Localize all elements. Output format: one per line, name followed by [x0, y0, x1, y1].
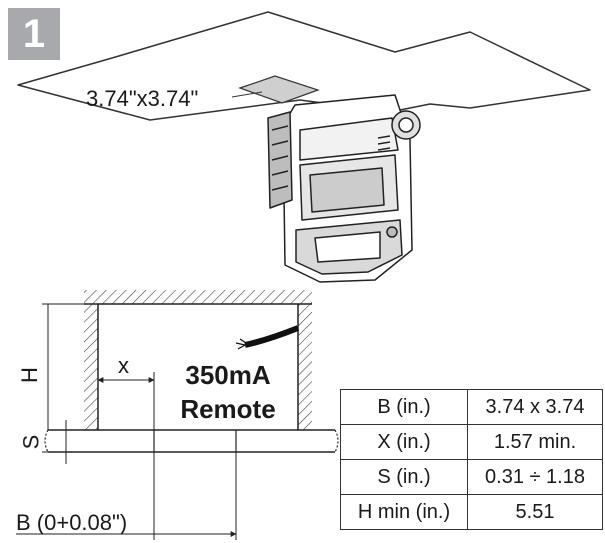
- b-dimension-label: B (0+0.08"): [16, 510, 128, 535]
- spec-value: 1.57 min.: [467, 424, 603, 460]
- spec-value: 5.51: [467, 494, 603, 530]
- spec-param: H min (in.): [340, 494, 468, 530]
- cable: [235, 325, 300, 350]
- x-dimension-label: x: [118, 353, 129, 378]
- device-text-line1: 350mA: [185, 360, 271, 390]
- left-wall-hatch: [84, 304, 98, 430]
- spec-table: B (in.) 3.74 x 3.74 X (in.) 1.57 min. S …: [340, 389, 603, 530]
- ceiling-board: [48, 429, 335, 453]
- step-number-badge: 1: [8, 8, 60, 60]
- table-row: S (in.) 0.31 ÷ 1.18: [340, 459, 603, 495]
- cutout-leader: [231, 91, 263, 98]
- s-dimension-label: S: [18, 434, 44, 450]
- top-wall-hatch: [84, 290, 312, 304]
- remote-driver-device: [267, 94, 421, 283]
- spec-param: S (in.): [340, 459, 468, 495]
- spec-param: X (in.): [340, 424, 468, 460]
- table-row: H min (in.) 5.51: [340, 494, 603, 530]
- table-row: X (in.) 1.57 min.: [340, 424, 603, 460]
- h-dimension-label: H: [16, 367, 42, 383]
- spec-param: B (in.): [340, 389, 468, 425]
- spec-value: 0.31 ÷ 1.18: [467, 459, 603, 495]
- table-row: B (in.) 3.74 x 3.74: [340, 389, 603, 425]
- ceiling-cutout: [238, 75, 320, 104]
- spec-value: 3.74 x 3.74: [467, 389, 603, 425]
- device-text-line2: Remote: [180, 394, 276, 424]
- ceiling-panel: [17, 11, 591, 121]
- right-wall-hatch: [298, 304, 312, 430]
- cutout-dimension-label: 3.74"x3.74": [86, 86, 199, 111]
